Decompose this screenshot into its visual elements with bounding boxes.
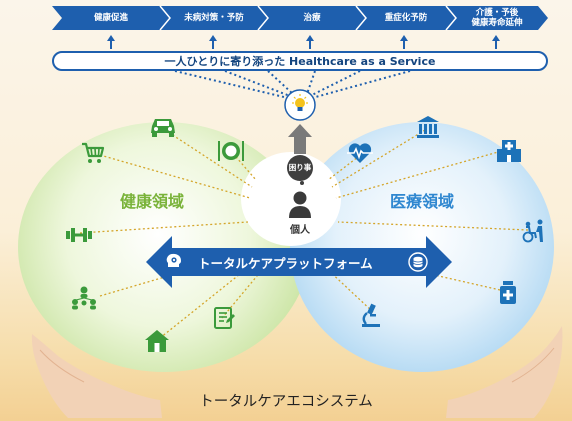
medical-domain-circle xyxy=(290,122,554,372)
microscope-icon xyxy=(362,303,380,327)
person-icon xyxy=(289,191,311,218)
shopping-cart-icon xyxy=(82,142,105,163)
upward-arrow xyxy=(288,124,312,154)
government-building-icon xyxy=(417,116,439,138)
medical-domain-title: 医療領域 xyxy=(390,192,455,211)
worry-speech-bubble xyxy=(287,155,313,185)
platform-label: トータルケアプラットフォーム xyxy=(198,255,373,271)
dumbbell-icon xyxy=(66,228,92,242)
service-tagline: 一人ひとりに寄り添った Healthcare as a Service xyxy=(52,51,548,71)
community-network-icon xyxy=(72,286,96,310)
ecosystem-caption: トータルケアエコシステム xyxy=(199,394,373,410)
worry-label: 困り事 xyxy=(288,163,312,172)
stage-care-longevity: 介護・予後 健康寿命延伸 xyxy=(471,8,523,28)
stage-prevention: 未病対策・予防 xyxy=(184,13,244,23)
stage-health-promotion: 健康促進 xyxy=(93,13,128,23)
database-sync-icon xyxy=(408,252,428,272)
health-domain-title: 健康領域 xyxy=(120,192,185,211)
checklist-notepad-icon xyxy=(214,307,235,329)
right-hand-illustration xyxy=(446,326,563,418)
hospital-icon xyxy=(497,140,521,162)
stage-banner xyxy=(52,5,548,31)
brain-gear-icon xyxy=(166,253,181,267)
stage-severity-prevention: 重症化予防 xyxy=(384,13,428,23)
left-hand-illustration xyxy=(31,334,162,418)
dining-plate-icon xyxy=(218,141,244,161)
car-icon xyxy=(151,119,175,137)
platform-double-arrow xyxy=(146,236,452,288)
heart-pulse-icon xyxy=(347,143,373,163)
wheelchair-caregiver-icon xyxy=(522,219,543,243)
stage-treatment: 治療 xyxy=(303,13,321,23)
house-icon xyxy=(145,330,169,352)
individual-label: 個人 xyxy=(290,225,310,236)
lightbulb-icon xyxy=(284,89,316,121)
medicine-bottle-icon xyxy=(500,281,516,304)
stage-connector-arrows xyxy=(107,35,500,49)
